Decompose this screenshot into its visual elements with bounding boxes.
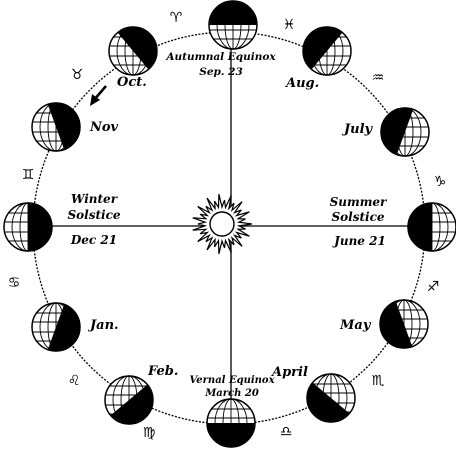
month-label-may: May (339, 318, 372, 333)
earth-feb (105, 376, 153, 424)
earth-oct (109, 27, 157, 75)
zodiac-pisces: ♓ (283, 17, 296, 33)
zodiac-leo: ♌ (68, 373, 81, 389)
zodiac-sagittarius: ♐ (427, 279, 440, 295)
earth-may (380, 300, 428, 348)
earth-aug (303, 27, 351, 75)
earth-april (307, 374, 355, 422)
zodiac-aries: ♈ (170, 10, 183, 26)
zodiac-taurus: ♉ (71, 67, 84, 83)
month-label-aug: Aug. (284, 76, 319, 91)
earth-sep (209, 1, 257, 49)
month-label-april: April (270, 365, 308, 380)
zodiac-capricorn: ♑ (434, 174, 447, 190)
summer-solstice-label-1: Summer (330, 195, 388, 209)
earth-june (408, 203, 456, 251)
winter-solstice-label-2: Solstice (67, 208, 120, 222)
zodiac-virgo: ♍ (143, 425, 156, 441)
summer-solstice-label-2: Solstice (331, 210, 384, 224)
month-label-nov: Nov (89, 120, 119, 135)
autumnal-equinox-date: Sep. 23 (199, 66, 243, 78)
earth-dec (4, 203, 52, 251)
sun-icon (193, 194, 252, 254)
zodiac-libra: ♎ (280, 424, 293, 440)
earth-nov (32, 103, 80, 151)
earth-jan (32, 303, 80, 351)
zodiac-scorpio: ♏ (372, 373, 385, 389)
month-label-jan: Jan. (87, 318, 119, 333)
zodiac-cancer: ♋ (8, 275, 21, 291)
sun-disc (210, 212, 234, 236)
month-label-feb: Feb. (147, 364, 178, 379)
vernal-equinox-date: March 20 (204, 388, 259, 399)
earth-july (381, 108, 429, 156)
earth-march (207, 399, 255, 447)
month-label-july: July (341, 122, 374, 137)
direction-arrow-icon (90, 86, 106, 106)
summer-solstice-date: June 21 (332, 234, 386, 248)
month-label-oct: Oct. (117, 75, 147, 90)
vernal-equinox-label: Vernal Equinox (189, 375, 275, 386)
winter-solstice-label-1: Winter (71, 192, 119, 206)
autumnal-equinox-label: Autumnal Equinox (165, 51, 276, 63)
zodiac-aquarius: ♒ (372, 70, 385, 86)
winter-solstice-date: Dec 21 (70, 233, 117, 247)
zodiac-gemini: ♊ (22, 167, 35, 183)
